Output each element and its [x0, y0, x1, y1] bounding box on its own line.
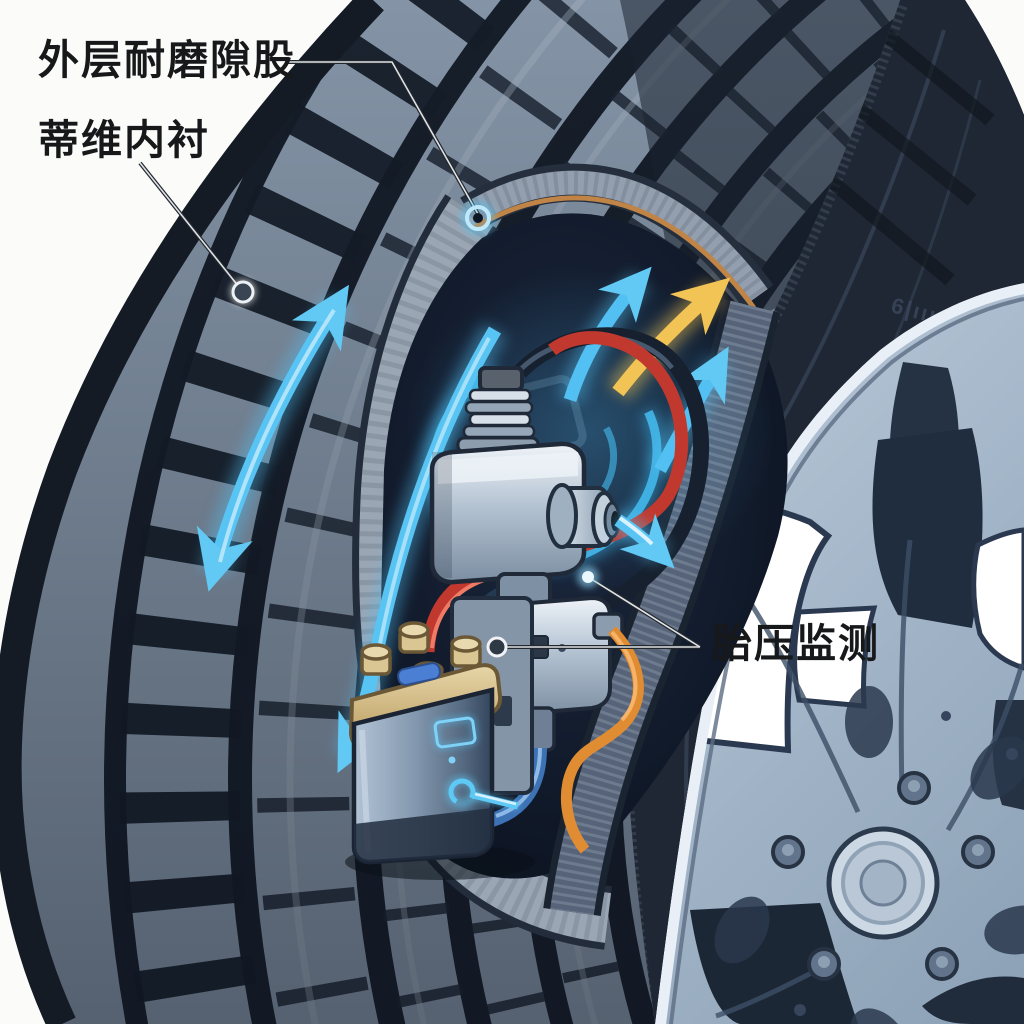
tire-outer-edge: [0, 0, 384, 1024]
orange-wire: [560, 626, 644, 854]
leader-lines: [138, 60, 702, 658]
yellow-arrow: [612, 277, 731, 397]
label-outer-wear-layer: 外层耐磨隙股: [38, 37, 296, 83]
leader-endpoint-sensor: [486, 566, 599, 658]
cord-line: [472, 195, 757, 310]
tread-arc-arrow: [196, 284, 351, 592]
lug-nuts: [771, 771, 995, 981]
leader-endpoint-liner: [230, 279, 256, 305]
sensor-port: [546, 483, 621, 549]
hub-cap: [826, 826, 940, 940]
port-arrow: [610, 509, 675, 569]
battery-glow-details: [432, 715, 519, 810]
leader-endpoint-tread-layer: [460, 200, 496, 236]
battery-blue-slot: [397, 662, 441, 686]
label-tpms: 胎压监测: [712, 622, 880, 666]
label-liner: 蒂维内衬: [38, 117, 210, 163]
